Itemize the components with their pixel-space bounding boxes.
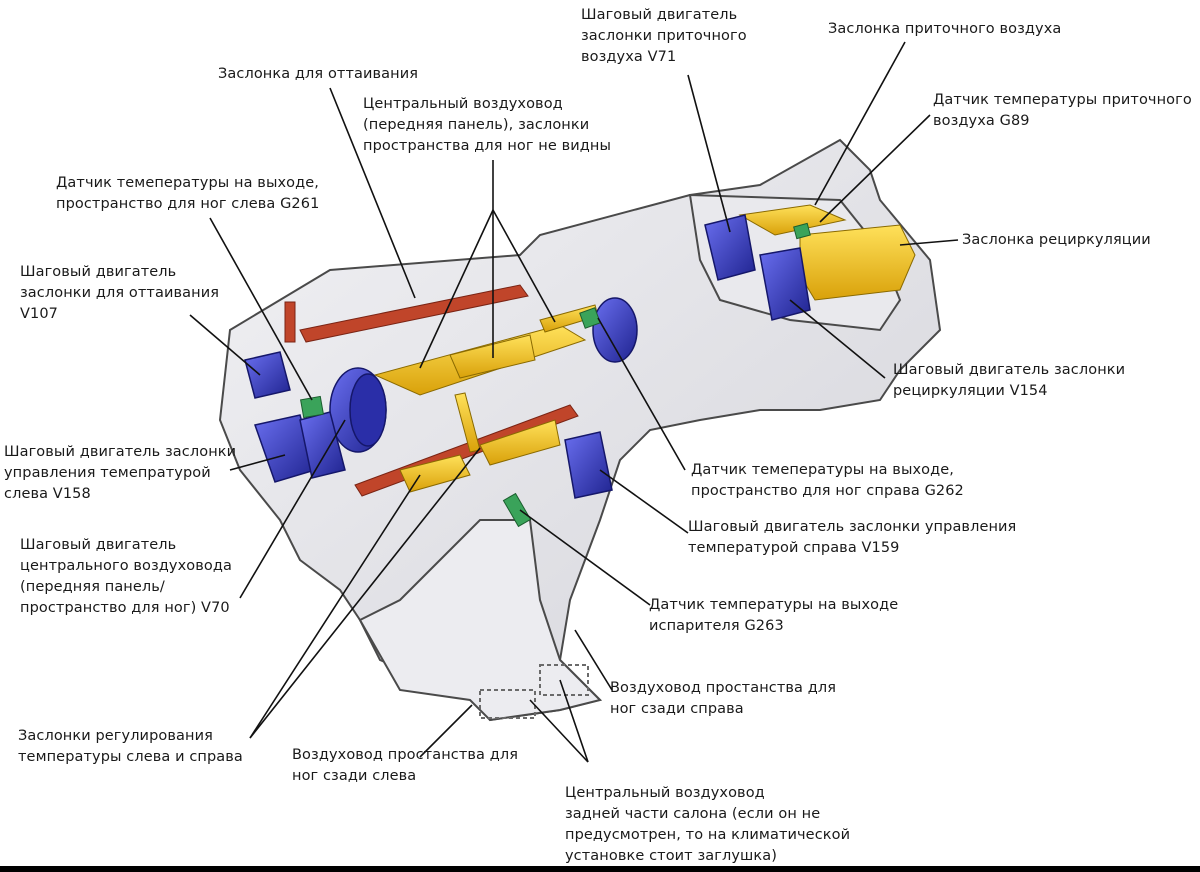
temp-flap-right (479, 419, 561, 466)
label-stepper-defrost-v107: Шаговый двигатель заслонки для оттаивани… (20, 264, 220, 322)
recirc-flap (799, 224, 916, 301)
motor-v159 (564, 431, 613, 499)
leader-defrost-flap (329, 87, 416, 299)
sensor-g263 (502, 492, 532, 528)
leader-rear-left (419, 704, 473, 758)
label-defrost-flap: Заслонка для оттаивания (218, 66, 419, 82)
sensor-g89 (793, 222, 811, 240)
label-fresh-air-temp-sensor-g89: Датчик температуры приточного воздуха G8… (933, 92, 1192, 129)
defrost-linkage (284, 284, 529, 343)
temp-flap-rod (454, 392, 481, 453)
leader-fresh-air-flap (814, 41, 906, 206)
leader-temp-flaps-a (249, 474, 421, 739)
leader-v158 (229, 454, 286, 471)
leader-recirc-flap (899, 239, 959, 246)
label-central-duct-front: Центральный воздуховод (передняя панель)… (363, 96, 612, 154)
label-stepper-fresh-air-v71: Шаговый двигатель заслонки приточного во… (581, 7, 747, 65)
label-rear-footwell-left-duct: Воздуховод простанства для ног сзади сле… (292, 747, 519, 784)
label-rear-central-duct: Центральный воздуховод задней части сало… (565, 785, 851, 864)
leader-central-duct-c (492, 209, 556, 323)
label-fresh-air-flap: Заслонка приточного воздуха (828, 21, 1062, 37)
leader-v107 (189, 314, 261, 376)
leader-g263 (519, 509, 651, 606)
label-stepper-temp-right-v159: Шаговый двигатель заслонки управления те… (688, 519, 1017, 556)
label-stepper-recirc-v154: Шаговый двигатель заслонки рециркуляции … (893, 362, 1126, 399)
label-footwell-left-sensor-g261: Датчик темепературы на выходе, пространс… (56, 175, 320, 212)
cylinder-right (592, 297, 638, 363)
central-cylinder-cap (349, 373, 387, 447)
leader-v159 (599, 469, 689, 534)
leader-temp-flaps-b (249, 447, 481, 739)
leader-g261 (209, 217, 313, 401)
leader-rear-central-b (559, 679, 589, 763)
label-footwell-right-sensor-g262: Датчик темепературы на выходе, пространс… (691, 462, 964, 499)
label-temp-flaps-lr: Заслонки регулирования температуры слева… (18, 728, 243, 765)
rear-right-duct-outlet (539, 664, 589, 696)
label-stepper-central-v70: Шаговый двигатель центрального воздухово… (20, 537, 232, 616)
label-evaporator-sensor-g263: Датчик температуры на выходе испарителя … (649, 597, 899, 634)
leader-v154 (789, 299, 886, 379)
leader-rear-central-a (529, 699, 589, 763)
leader-lines (189, 41, 959, 763)
label-rear-footwell-right-duct: Воздуховод простанства для ног сзади спр… (610, 680, 837, 717)
label-recirc-flap: Заслонка рециркуляции (962, 232, 1151, 248)
leader-rear-right (574, 629, 613, 691)
leader-v71 (687, 74, 731, 233)
motor-v154 (759, 247, 811, 321)
temp-flap-left (399, 454, 471, 493)
sensor-g262 (579, 307, 601, 329)
leader-g262 (597, 317, 686, 471)
temperature-sensors (300, 222, 811, 528)
motor-v107 (244, 351, 291, 399)
leader-g89 (819, 114, 931, 223)
leader-v70 (239, 419, 346, 599)
fresh-air-flap (738, 204, 847, 236)
label-stepper-temp-left-v158: Шаговый двигатель заслонки управления те… (4, 444, 237, 502)
motor-v71 (704, 214, 756, 281)
leader-central-duct-a (419, 209, 494, 369)
stepper-motors (244, 214, 811, 499)
